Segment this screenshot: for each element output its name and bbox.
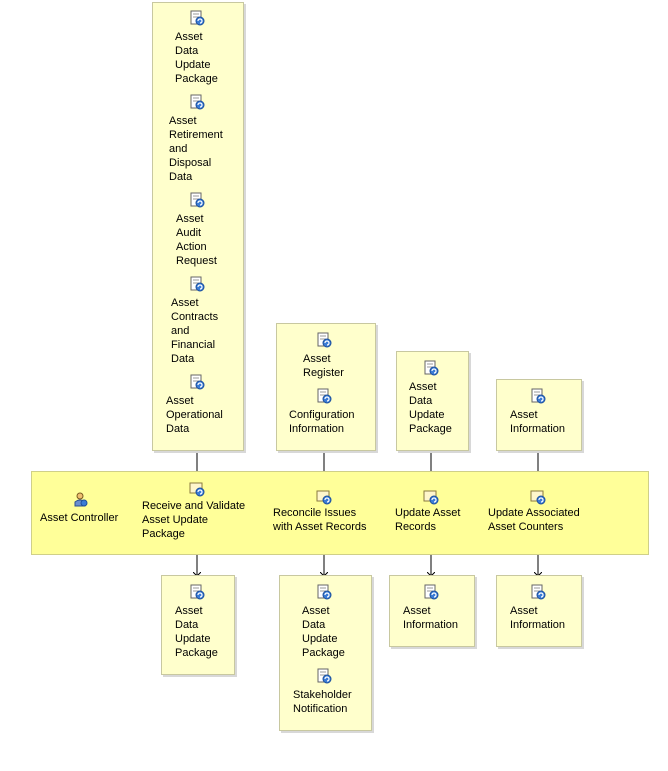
document-icon [316,332,332,348]
inputs-update-counters-box [496,379,582,451]
document-icon [316,388,332,404]
document-icon [189,10,205,26]
document-icon [189,94,205,110]
input-label: Asset Information [510,409,566,435]
document-icon [423,584,439,600]
activity-icon [530,489,546,505]
activity-icon [423,489,439,505]
document-icon [189,584,205,600]
activity-label[interactable]: Update Asset Records [395,507,461,533]
input-label: Configuration Information [289,409,355,435]
role-label: Asset Controller [40,512,119,524]
output-label: Stakeholder Notification [293,689,352,715]
activity-label[interactable]: Update Associated Asset Counters [488,507,580,533]
document-icon [423,360,439,376]
role-icon [72,491,88,507]
document-icon [189,192,205,208]
input-label: Asset Contracts and Financial Data [171,297,219,365]
document-icon [316,668,332,684]
input-label: Asset Data Update Package [409,381,452,435]
output-label: Asset Information [510,605,566,631]
activity-icon [316,489,332,505]
document-icon [189,276,205,292]
outputs-reconcile-box [279,575,372,731]
input-label: Asset Data Update Package [175,31,218,85]
output-label: Asset Data Update Package [175,605,218,659]
input-label: Asset Register [303,353,344,379]
input-label: Asset Operational Data [166,395,223,435]
activity-icon [189,481,205,497]
activity-label[interactable]: Reconcile Issues with Asset Records [273,507,367,533]
input-label: Asset Retirement and Disposal Data [169,115,223,183]
output-label: Asset Data Update Package [302,605,345,659]
input-label: Asset Audit Action Request [176,213,217,267]
document-icon [189,374,205,390]
document-icon [530,388,546,404]
swimlane-asset-controller [31,471,649,555]
activity-label[interactable]: Receive and Validate Asset Update Packag… [142,500,246,540]
document-icon [530,584,546,600]
output-label: Asset Information [403,605,459,631]
document-icon [316,584,332,600]
